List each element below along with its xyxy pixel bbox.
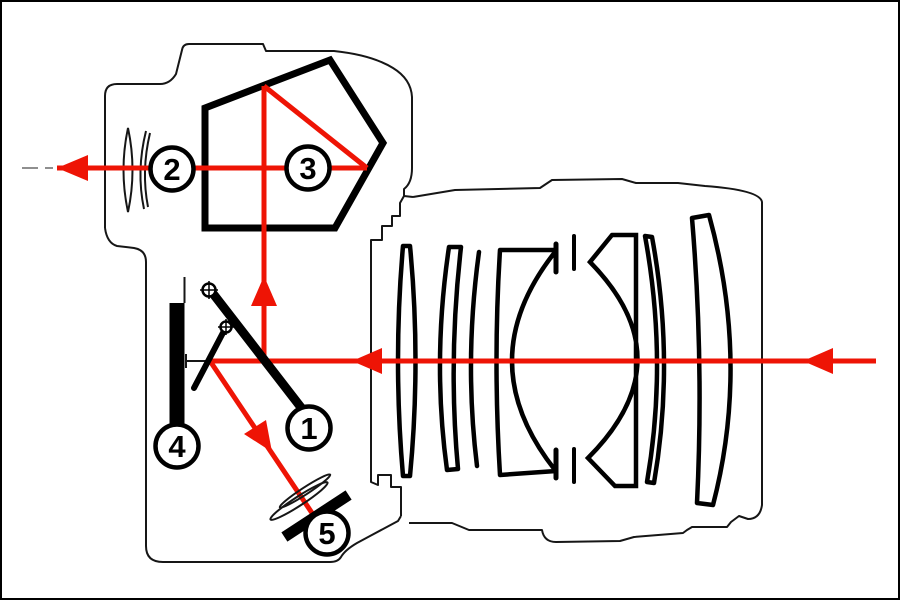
- badge-number: 1: [300, 411, 317, 446]
- component-badge-5: 5: [303, 509, 351, 557]
- lens-barrel: [409, 178, 763, 543]
- body-bottom-outline: [104, 227, 402, 563]
- lens-barrel-outline: [409, 178, 763, 543]
- optical-axis-stub: [185, 354, 206, 368]
- ray-arrowheads: [57, 155, 833, 452]
- arrowhead-af-ray: [244, 420, 272, 452]
- arrowhead-up-to-prism: [251, 276, 277, 306]
- eyepiece-lens-a: [122, 127, 134, 213]
- secondary-mirror: [191, 324, 229, 391]
- badge-circle: [153, 422, 201, 470]
- arrowhead-axis-near-mirror: [352, 348, 382, 374]
- component-badge-4: 4: [153, 422, 201, 470]
- badge-number: 2: [163, 152, 180, 187]
- mirror-pivots: [200, 281, 234, 335]
- arrowhead-eyepiece-exit: [57, 155, 88, 181]
- mirror-box: [169, 277, 352, 542]
- badge-circle: [284, 144, 332, 192]
- arrowhead-axis-mid: [803, 348, 833, 374]
- prism-internal-ray: [262, 84, 369, 170]
- pentaprism-outline: [201, 55, 388, 232]
- lens-element-5: [584, 232, 640, 489]
- badge-circle: [303, 509, 351, 557]
- badge-number: 5: [318, 516, 335, 551]
- badge-number: 4: [168, 429, 186, 464]
- component-badge-2: 2: [148, 145, 196, 193]
- sensor-shutter-bar: [169, 303, 185, 425]
- badge-circle: [148, 145, 196, 193]
- badge-circle: [285, 404, 333, 452]
- component-badge-1: 1: [285, 404, 333, 452]
- af-lens-b: [278, 473, 332, 509]
- pivot-cross-icon: [200, 281, 218, 299]
- light-rays: [22, 84, 876, 515]
- body-top-outline: [104, 43, 414, 228]
- component-badges: 1 2 3 4 5: [148, 144, 351, 557]
- pivot-cross-icon: [218, 319, 234, 335]
- badge-number: 3: [299, 151, 316, 186]
- af-lens-a: [269, 481, 329, 521]
- component-badge-3: 3: [284, 144, 332, 192]
- main-mirror: [206, 286, 308, 415]
- camera-body-outline: [104, 43, 414, 563]
- body-front-edge: [370, 195, 405, 516]
